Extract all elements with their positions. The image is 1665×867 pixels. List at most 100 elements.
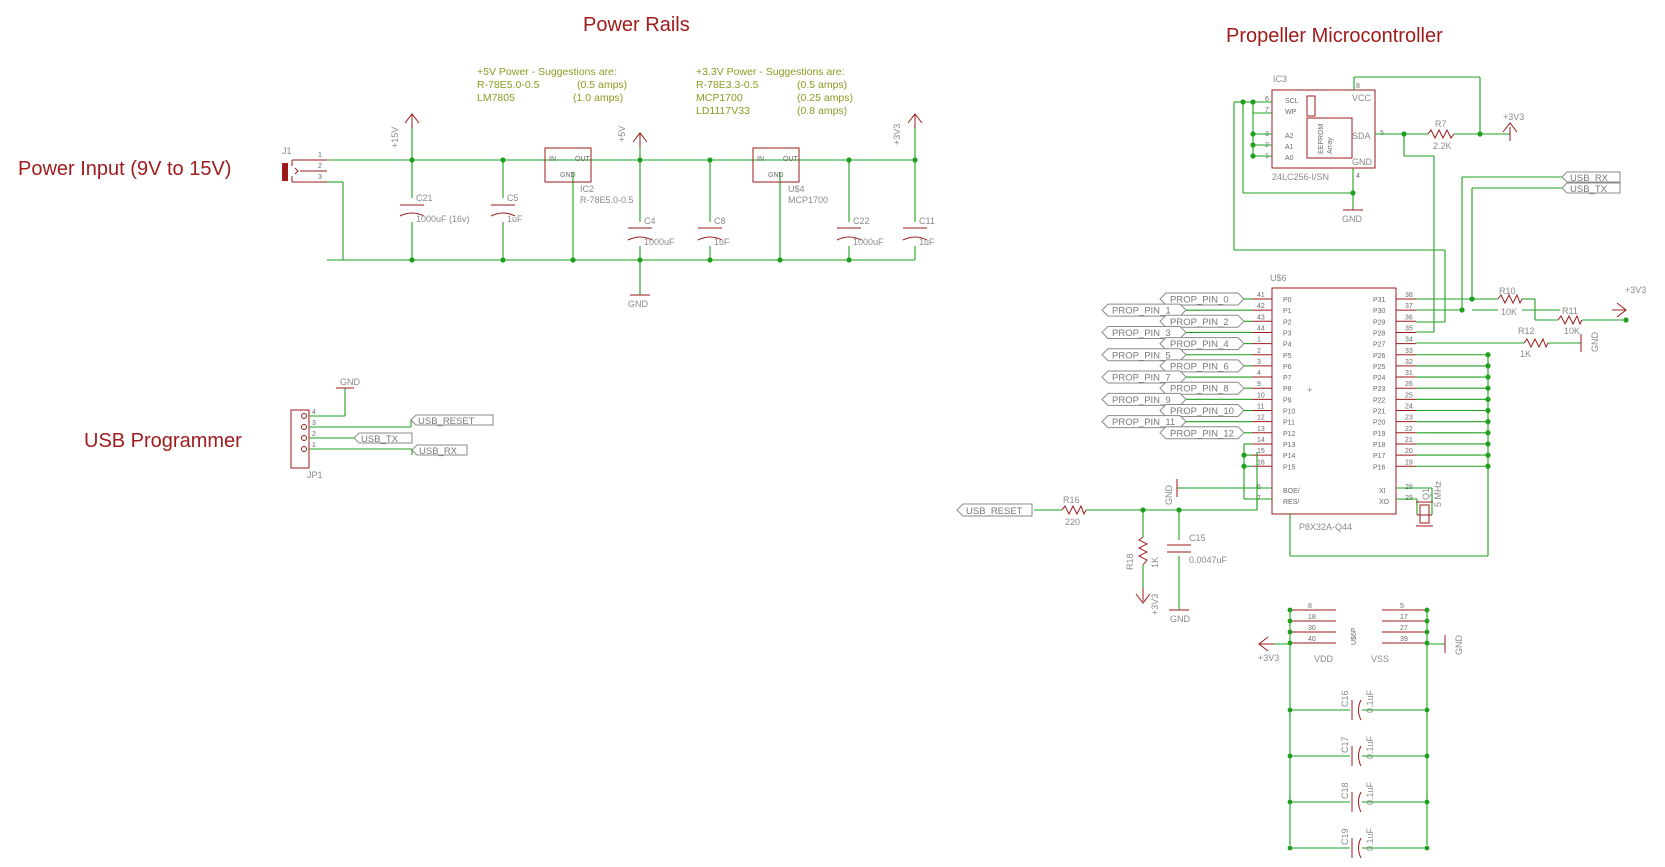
flag-prop-pin-8[interactable]: PROP_PIN_8 [1159,381,1252,395]
flag-usb-rx-mcu[interactable]: USB_RX [1561,171,1621,184]
svg-text:+3V3: +3V3 [1503,112,1524,122]
supply-3v3-eeprom: +3V3 [1502,112,1524,141]
svg-text:1K: 1K [1150,557,1160,568]
flag-prop-pin-6[interactable]: PROP_PIN_6 [1159,359,1252,373]
usb-wires [309,388,413,455]
jp1-usb-header[interactable]: 43 21 JP1 [290,409,323,480]
capacitor-c11[interactable]: C11 1uF [902,216,935,247]
flag-prop-pin-0[interactable]: PROP_PIN_0 [1159,292,1252,306]
svg-text:+3.3V Power - Suggestions are:: +3.3V Power - Suggestions are: [696,66,845,78]
mcu-pin-number: 19 [1405,459,1413,466]
resistor-r11[interactable]: R11 10K [1557,306,1583,336]
capacitor-c4[interactable]: C4 1000uF [627,216,675,247]
svg-text:R12: R12 [1518,326,1535,336]
flag-prop-pin-4[interactable]: PROP_PIN_4 [1159,337,1252,351]
flag-usb-tx-mcu[interactable]: USB_TX [1561,182,1621,195]
power-rails-junctions [409,157,918,263]
regulator-ic2[interactable]: IN OUT GND IC2 R-78E5.0-0.5 [544,147,634,205]
flag-usb-reset-mcu[interactable]: USB_RESET [956,503,1033,517]
flag-usb-tx[interactable]: USB_TX [353,432,413,445]
prop-pin-flags: PROP_PIN_0PROP_PIN_1PROP_PIN_2PROP_PIN_3… [1101,292,1252,440]
flag-prop-pin-7[interactable]: PROP_PIN_7 [1101,370,1252,384]
mcu-pin-p22: P22 [1373,397,1386,404]
svg-text:IN: IN [757,156,764,163]
mcu-pin-p29: P29 [1373,319,1386,326]
svg-text:R-78E5.0-0.5: R-78E5.0-0.5 [580,195,634,205]
gnd-boe: GND [1164,479,1178,505]
svg-text:C16: C16 [1340,690,1350,707]
capacitor-c22[interactable]: C22 1000uF [836,216,884,247]
resistor-r18[interactable]: R18 1K [1125,536,1160,570]
svg-text:C19: C19 [1340,828,1350,845]
j1-power-jack[interactable]: J1 123 [282,146,327,183]
mcu-pin-p17: P17 [1373,453,1386,460]
note-5v: +5V Power - Suggestions are: R-78E5.0-0.… [477,66,627,104]
supply-3v3-u6p: +3V3 [1258,636,1279,663]
eeprom-ic3[interactable]: EEPROM Array SCL WP A2 A1 A0 6 7 3 2 1 V… [1265,74,1384,182]
flag-usb-rx[interactable]: USB_RX [411,444,468,457]
mcu-pin-number: 26 [1405,381,1413,388]
svg-text:4: 4 [312,409,316,416]
mcu-pin-number: 36 [1405,314,1413,321]
regulator-u4[interactable]: IN OUT GND U$4 MCP1700 [752,147,828,205]
capacitor-c5[interactable]: C5 1uF [490,193,523,224]
svg-text:7: 7 [1265,107,1269,114]
svg-text:0.1uF: 0.1uF [1365,735,1375,759]
flag-prop-pin-1[interactable]: PROP_PIN_1 [1101,303,1252,317]
svg-text:PROP_PIN_6: PROP_PIN_6 [1170,361,1229,372]
flag-prop-pin-11[interactable]: PROP_PIN_11 [1101,415,1252,429]
svg-text:1uF: 1uF [919,237,935,247]
propeller-mcu-u6[interactable]: U$6 P8X32A-Q44 + BOE/ RES/ XI XO 6 7 28 … [1257,273,1413,532]
resistor-r7[interactable]: R7 2.2K [1427,119,1455,151]
svg-text:RES/: RES/ [1283,499,1299,506]
svg-text:C8: C8 [714,216,726,226]
mcu-pin-number: 2 [1257,348,1261,355]
flag-usb-reset[interactable]: USB_RESET [410,414,494,427]
flag-prop-pin-12[interactable]: PROP_PIN_12 [1159,426,1252,440]
resistor-r10[interactable]: R10 10K [1497,286,1523,317]
power-block-u6p[interactable]: U$6P VDD VSS [1314,627,1389,664]
svg-text:LM7805: LM7805 [477,92,515,104]
svg-text:1uF: 1uF [507,214,523,224]
capacitor-c21[interactable]: C21 1000uF (16v) [399,193,470,224]
mcu-pin-number: 21 [1405,437,1413,444]
resistor-r16[interactable]: R16 220 [1061,495,1087,527]
crystal-q1[interactable]: Q1 5 MHz [1416,480,1443,527]
flag-prop-pin-2[interactable]: PROP_PIN_2 [1159,314,1252,328]
svg-text:OUT: OUT [783,156,799,163]
flag-prop-pin-9[interactable]: PROP_PIN_9 [1101,392,1252,406]
svg-text:(0.5 amps): (0.5 amps) [797,79,847,91]
mcu-pin-p2: P2 [1283,319,1292,326]
svg-text:JP1: JP1 [307,470,323,480]
flag-prop-pin-3[interactable]: PROP_PIN_3 [1101,325,1252,339]
mcu-pin-number: 35 [1405,325,1413,332]
flag-prop-pin-10[interactable]: PROP_PIN_10 [1159,404,1252,418]
mcu-pin-p24: P24 [1373,375,1386,382]
resistor-r12[interactable]: R12 1K [1518,326,1549,359]
svg-text:PROP_PIN_11: PROP_PIN_11 [1112,417,1175,428]
svg-text:PROP_PIN_8: PROP_PIN_8 [1170,384,1229,395]
mcu-pin-number: 1 [1257,337,1261,344]
svg-text:0.0047uF: 0.0047uF [1189,555,1228,565]
svg-text:2.2K: 2.2K [1433,141,1452,151]
svg-text:R-78E5.0-0.5: R-78E5.0-0.5 [477,79,540,91]
svg-text:A1: A1 [1285,144,1294,151]
capacitor-c15[interactable]: C15 0.0047uF [1167,533,1228,565]
capacitor-c8[interactable]: C8 1uF [697,216,730,247]
mcu-right-junctions [1459,296,1629,323]
flag-prop-pin-5[interactable]: PROP_PIN_5 [1101,348,1252,362]
svg-text:PROP_PIN_10: PROP_PIN_10 [1170,406,1234,417]
svg-text:(1.0 amps): (1.0 amps) [573,92,623,104]
svg-text:WP: WP [1285,109,1297,116]
title-usb-programmer: USB Programmer [84,430,242,452]
svg-text:USB_TX: USB_TX [361,434,399,445]
svg-text:P8X32A-Q44: P8X32A-Q44 [1299,522,1352,532]
mcu-pin-number: 43 [1257,314,1265,321]
svg-text:5 MHz: 5 MHz [1433,480,1443,507]
mcu-pin-number: 12 [1257,415,1265,422]
